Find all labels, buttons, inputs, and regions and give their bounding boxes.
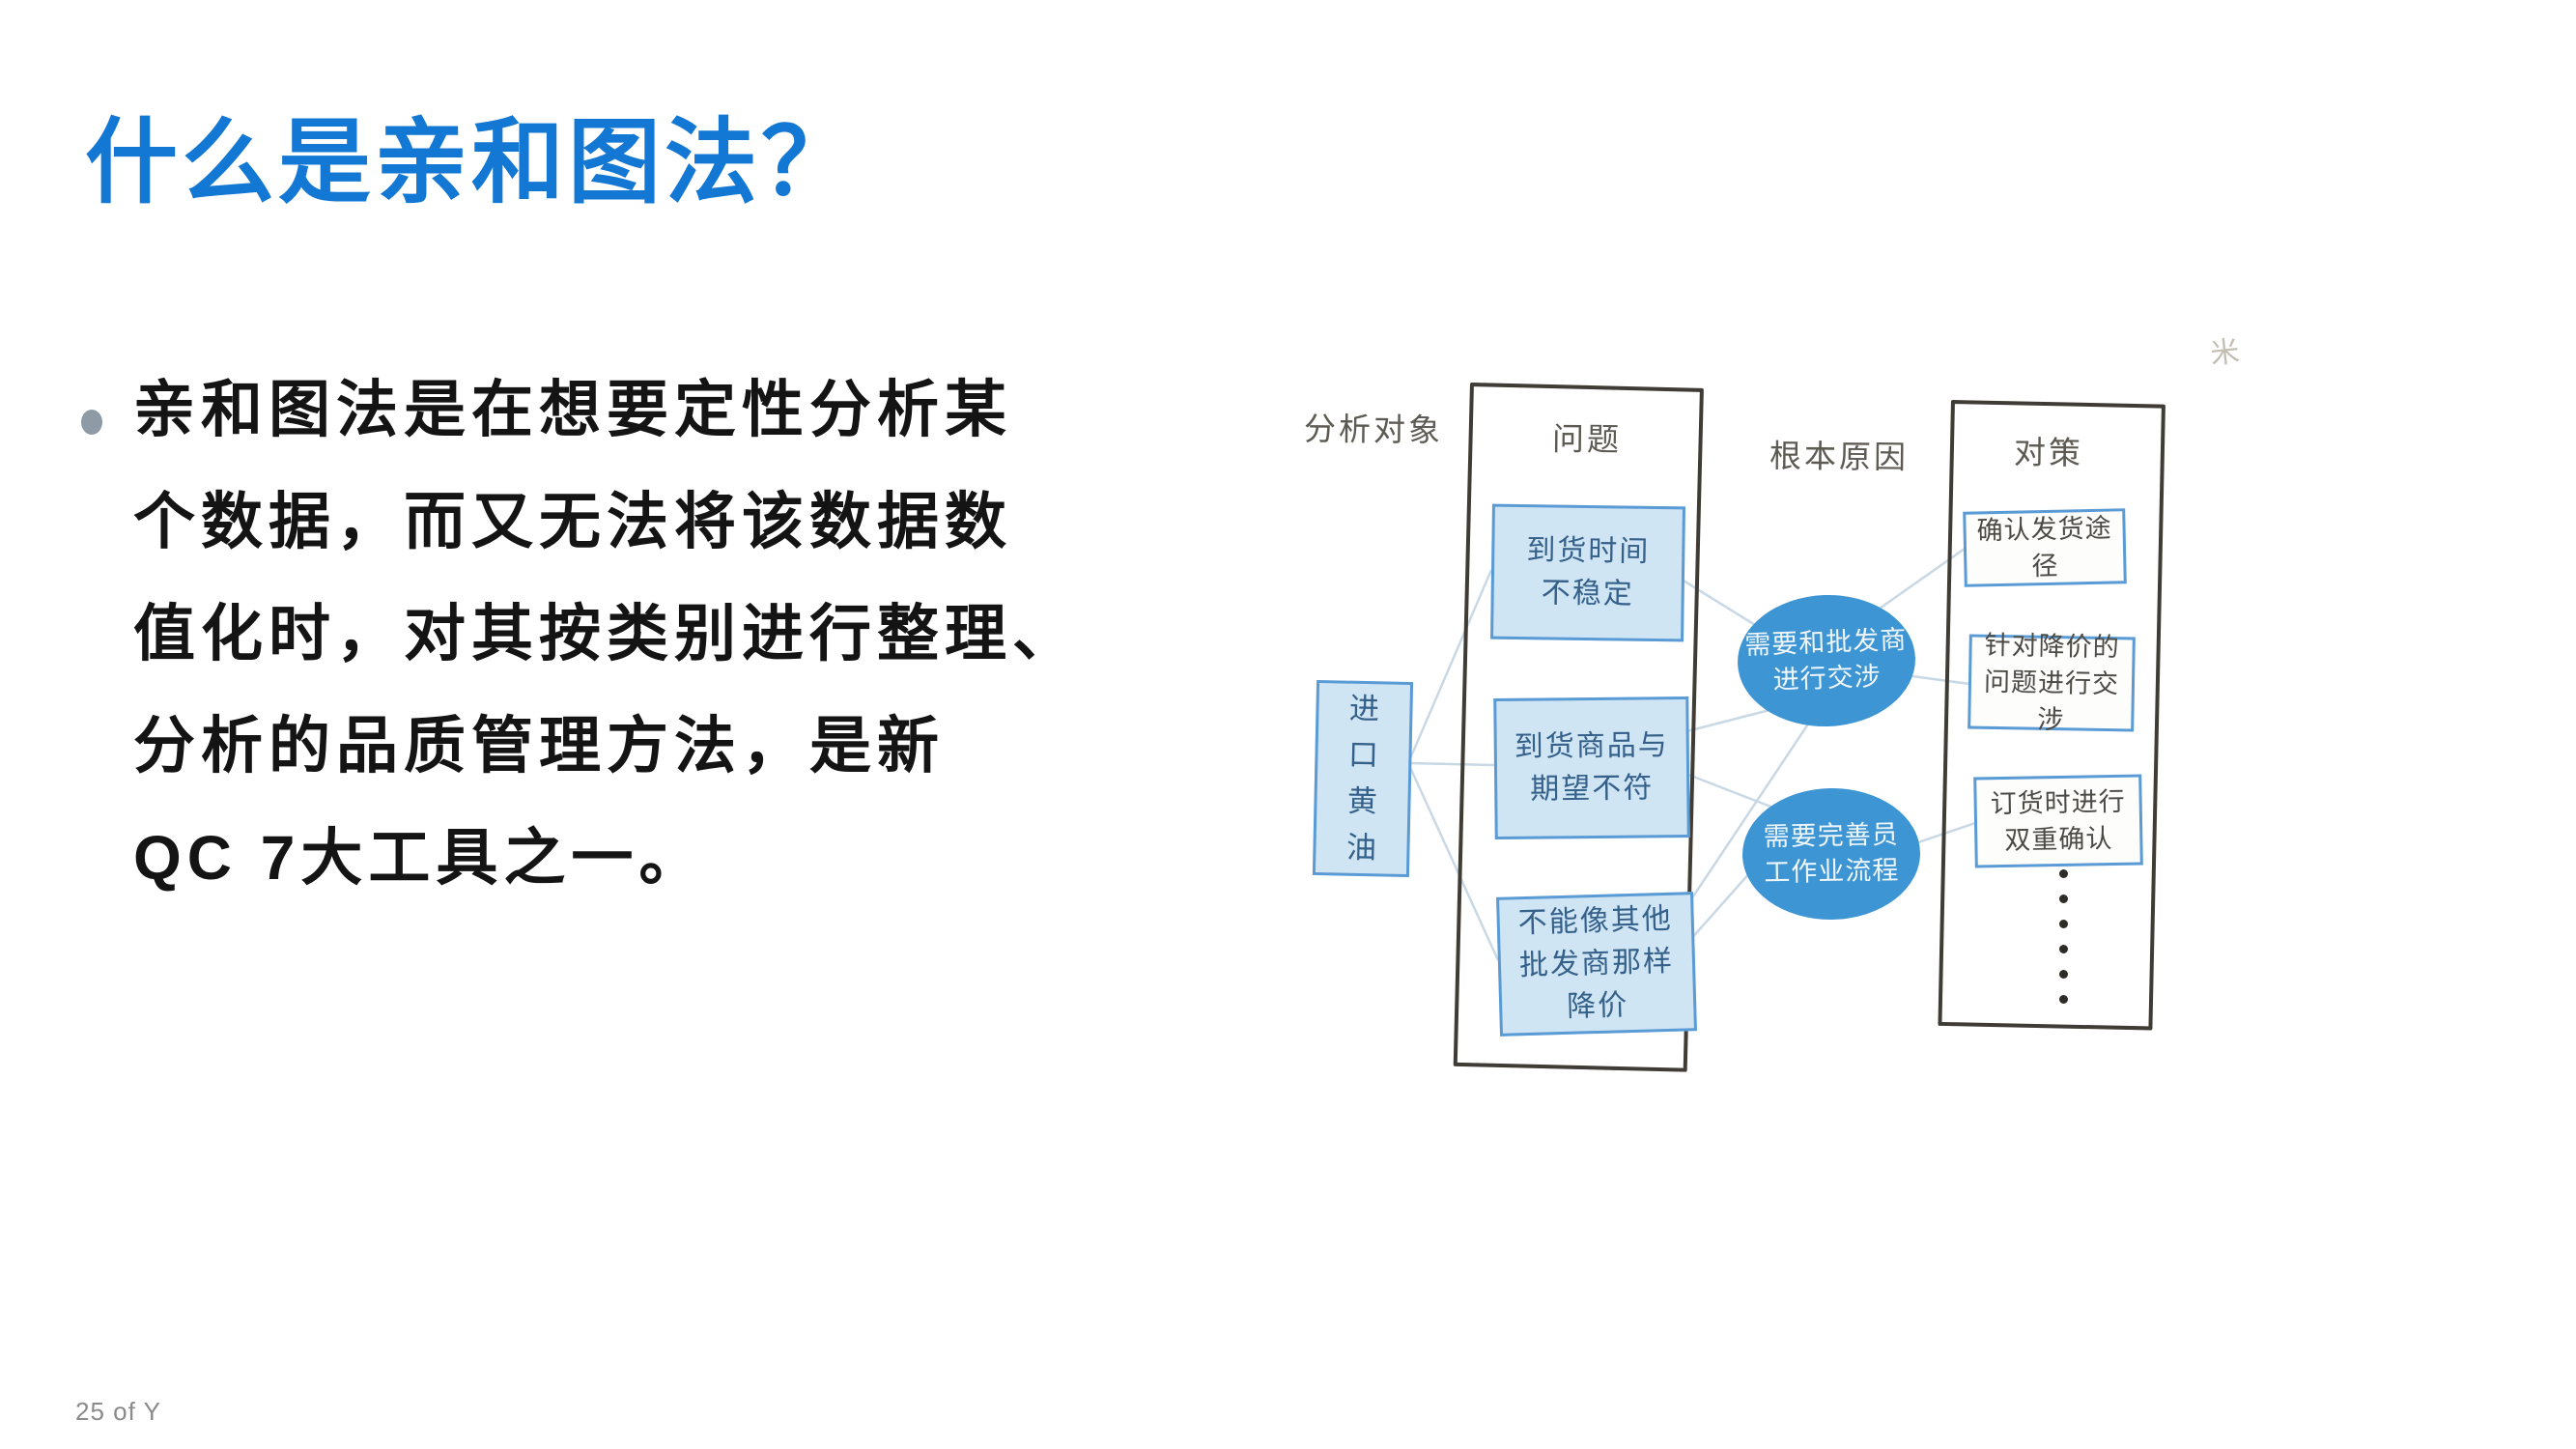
body-line: 分析的品质管理方法，是新 [133,711,945,781]
ellipsis-dot [2058,995,2068,1004]
ellipsis-dot [2058,869,2068,878]
slide-title: 什么是亲和图法？ [85,111,858,215]
counter-box-negotiate-price: 针对降价的 问题进行交涉 [1967,631,2136,734]
problem-box-arrival-time: 到货时间 不稳定 [1490,503,1685,642]
counter-box-confirm-shipping: 确认发货途径 [1963,508,2127,587]
body-line: 个数据，而又无法将该数据数 [133,487,1012,556]
body-line: QC 7大工具之一。 [133,823,707,893]
scan-artifact-mark: 米 [2208,335,2242,371]
ellipsis-dot [2058,970,2068,979]
affinity-diagram-figure: 分析对象 问题 根本原因 对策 进口黄油 到货时间 不稳定 到货商品与 期望不符… [1285,319,2318,1092]
connector-lines [1406,547,1976,961]
ellipsis-dot [2058,945,2068,953]
body-line: 亲和图法是在想要定性分析某 [133,375,1012,444]
ellipsis-dots [2057,869,2069,1020]
bullet-icon [81,410,102,435]
counter-box-label: 订货时进行 双重确认 [1990,786,2126,855]
column-label-analysis-object: 分析对象 [1303,411,1444,448]
source-box-imported-butter: 进口黄油 [1312,679,1414,878]
cause-circle-label: 需要完善员 工作业流程 [1763,819,1900,888]
problem-box-label: 到货商品与 期望不符 [1514,729,1669,806]
ellipsis-dot [2058,895,2068,903]
slide-body: 亲和图法是在想要定性分析某 个数据，而又无法将该数据数 值化时，对其按类别进行整… [133,354,1341,914]
problem-box-goods-mismatch: 到货商品与 期望不符 [1493,696,1690,840]
body-line: 值化时，对其按类别进行整理、 [133,599,1080,668]
source-box-label: 进口黄油 [1345,691,1380,866]
ellipsis-dot [2058,920,2068,928]
page-number: 25 of Y [75,1397,161,1426]
problem-box-price-reduction: 不能像其他 批发商那样 降价 [1496,892,1697,1037]
counter-box-label: 确认发货途径 [1976,513,2112,582]
problem-box-label: 到货时间 不稳定 [1526,534,1651,611]
counter-box-double-check-order: 订货时进行 双重确认 [1973,774,2143,868]
problem-box-label: 不能像其他 批发商那样 降价 [1517,902,1675,1023]
counter-box-label: 针对降价的 问题进行交涉 [1983,630,2120,735]
column-label-root-cause: 根本原因 [1769,438,1910,475]
cause-circle-label: 需要和批发商 进行交涉 [1743,625,1908,695]
